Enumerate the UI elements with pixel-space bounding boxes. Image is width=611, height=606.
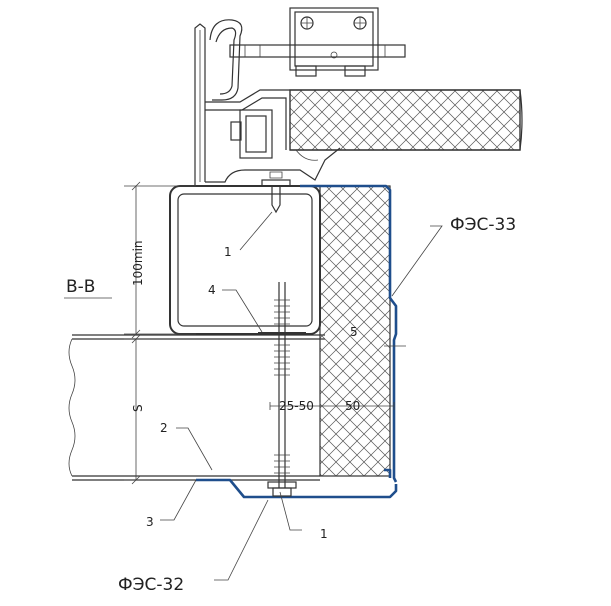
callout-4: 4 xyxy=(208,283,216,297)
dimension-25-50 xyxy=(269,345,406,410)
callout-1-bottom: 1 xyxy=(320,527,328,541)
threaded-rod xyxy=(258,282,306,497)
profile-fes33-label: ФЭС-33 xyxy=(450,215,516,235)
section-label: В-В xyxy=(66,277,95,297)
upper-bracket-assembly xyxy=(194,7,523,185)
callout-1-top: 1 xyxy=(224,245,232,259)
dim-100min-label: 100min xyxy=(131,240,145,286)
callout-3: 3 xyxy=(146,515,154,529)
sandwich-panel-top xyxy=(289,89,521,151)
bracket-plate xyxy=(194,23,206,185)
hanger-hook xyxy=(209,19,243,101)
dim-offset-label: 25-50 xyxy=(279,399,314,413)
dimension-s xyxy=(124,334,150,485)
leader-lines xyxy=(160,211,443,581)
flashing-fes33 xyxy=(300,184,398,483)
profile-fes32-label: ФЭС-32 xyxy=(118,575,184,595)
insulation-block xyxy=(319,185,391,477)
connector-box xyxy=(239,109,273,159)
dim-s-label: S xyxy=(131,404,145,412)
rectangular-tube xyxy=(169,185,321,335)
top-screw xyxy=(261,171,291,214)
callout-5: 5 xyxy=(350,325,358,339)
clamp-block xyxy=(289,7,379,71)
dimension-100min xyxy=(124,181,196,339)
callout-2: 2 xyxy=(160,421,168,435)
flashing-fes32 xyxy=(196,478,398,499)
dim-edge-label: 50 xyxy=(345,399,360,413)
